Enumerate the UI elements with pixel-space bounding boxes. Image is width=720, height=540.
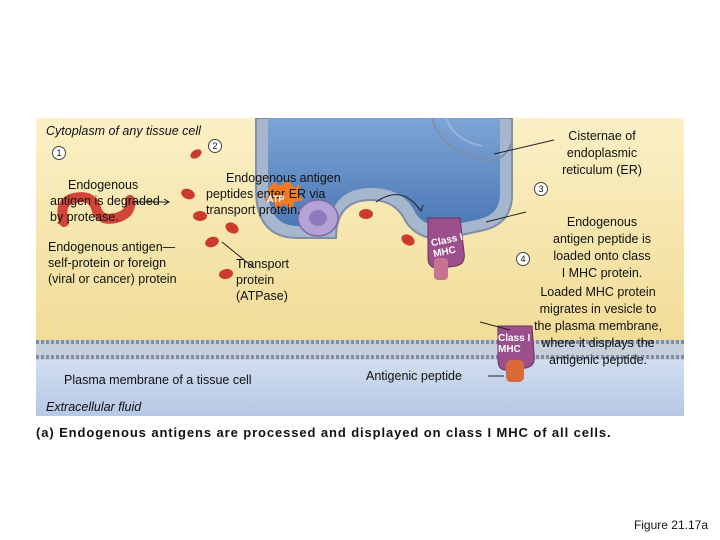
endogenous-protein-icon bbox=[57, 192, 136, 227]
atp-icon bbox=[264, 180, 304, 210]
class-i-mhc-er bbox=[427, 217, 465, 280]
leader-lines bbox=[221, 139, 555, 377]
step-4-label: 4 Loaded MHC protein migrates in vesicle… bbox=[514, 250, 682, 386]
antigen-processing-diagram: Cytoplasm of any tissue cell 1 Endogenou… bbox=[36, 117, 684, 416]
endogenous-antigen-label: Endogenous antigen— self-protein or fore… bbox=[48, 240, 177, 286]
step-4-number: 4 bbox=[516, 252, 530, 266]
diagram-art bbox=[36, 117, 684, 416]
step-1-number: 1 bbox=[52, 146, 66, 160]
peptide-fragments bbox=[181, 149, 415, 280]
class-i-mhc-membrane-label: Class I MHC bbox=[498, 333, 531, 355]
cytoplasm-label: Cytoplasm of any tissue cell bbox=[46, 124, 201, 138]
step-2-text: Endogenous antigen peptides enter ER via… bbox=[206, 171, 341, 217]
transport-protein-label: Transport protein (ATPase) bbox=[236, 257, 290, 303]
er-cisternae-label: Cisternae of endoplasmic reticulum (ER) bbox=[562, 129, 642, 177]
er-cisternae-fold bbox=[431, 117, 513, 161]
extracellular-region bbox=[36, 358, 684, 416]
transport-protein bbox=[297, 199, 339, 237]
step-3-text: Endogenous antigen peptide is loaded ont… bbox=[553, 215, 651, 280]
step-3-label: 3 Endogenous antigen peptide is loaded o… bbox=[522, 180, 682, 299]
step-2-label: 2 Endogenous antigen peptides enter ER v… bbox=[206, 138, 341, 234]
er-cisternae-fold-inner bbox=[445, 117, 483, 147]
step-1-label: 1 Endogenous antigen is degraded by prot… bbox=[50, 145, 160, 241]
atp-label: ATP bbox=[267, 194, 285, 204]
plasma-membrane-label: Plasma membrane of a tissue cell bbox=[64, 373, 252, 387]
figure-number: Figure 21.17a bbox=[633, 518, 708, 532]
step-2-number: 2 bbox=[208, 139, 222, 153]
extracellular-fluid-label: Extracellular fluid bbox=[46, 400, 142, 414]
process-arrows bbox=[132, 194, 424, 213]
figure-caption: (a) Endogenous antigens are processed an… bbox=[36, 425, 612, 440]
class-i-mhc-membrane bbox=[497, 325, 535, 382]
step-3-number: 3 bbox=[534, 182, 548, 196]
step-1-text: Endogenous antigen is degraded by protea… bbox=[50, 178, 160, 224]
antigenic-peptide-label: Antigenic peptide bbox=[366, 369, 462, 383]
step-4-text: Loaded MHC protein migrates in vesicle t… bbox=[534, 285, 662, 367]
er-lumen bbox=[268, 118, 500, 227]
